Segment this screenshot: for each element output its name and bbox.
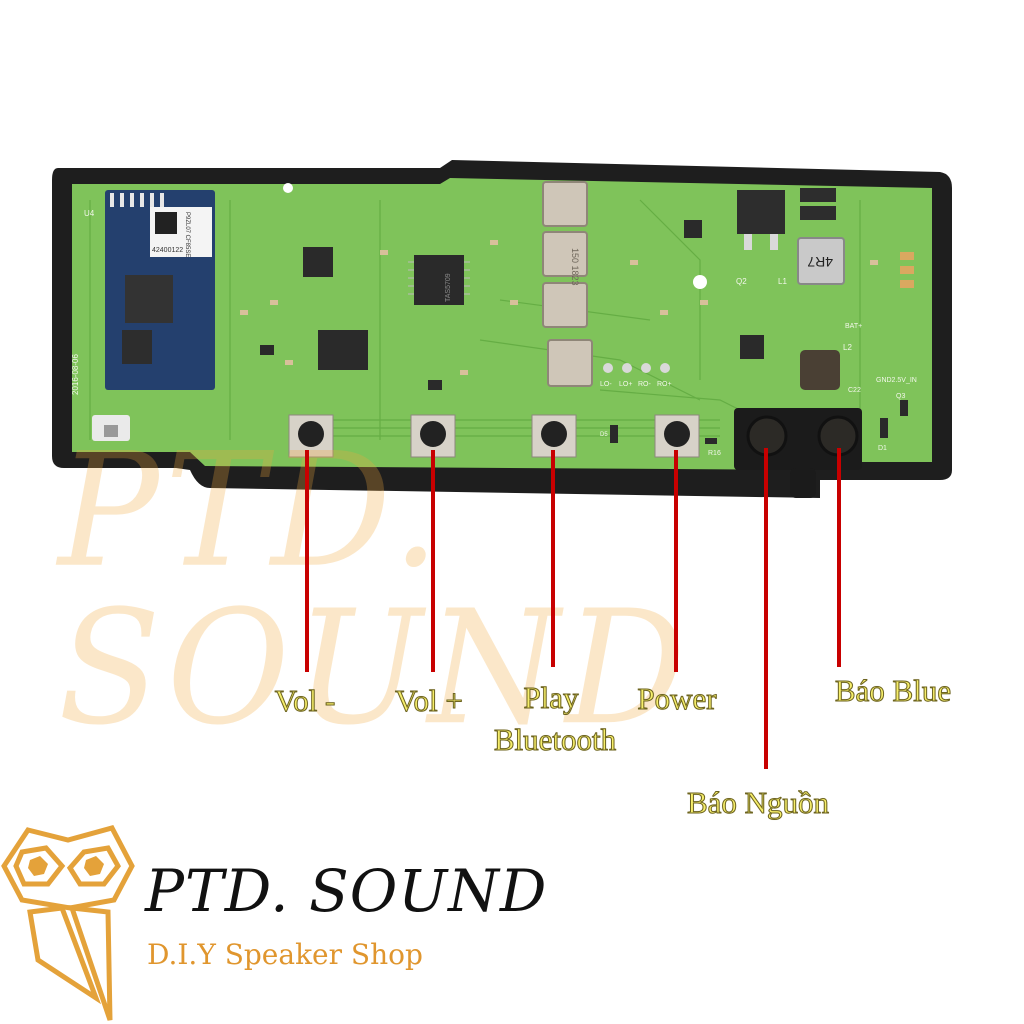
module-serial: 42400122: [152, 247, 183, 254]
transistor: [428, 380, 442, 390]
output-inductors: [542, 181, 593, 387]
silk-l1: L1: [778, 277, 787, 286]
amplifier-chip: [414, 255, 464, 305]
silk-q2: Q2: [736, 277, 747, 286]
module-qr-code: [155, 212, 177, 234]
module-marking: P9ZL07 CF85SE: [184, 212, 190, 257]
amplifier-chip-marking: TAS5709: [445, 273, 452, 302]
tactile-buttons: [288, 414, 700, 458]
label-bluetooth: Bluetooth: [493, 722, 617, 757]
silk-d1: D1: [878, 445, 887, 452]
smd-components: [240, 240, 878, 375]
silk-lo-plus: LO+: [619, 381, 632, 388]
ic-chip: [318, 330, 368, 370]
power-inductor: [797, 237, 845, 285]
module-antenna: [110, 193, 164, 207]
power-inductor-marking: 4R7: [807, 254, 833, 270]
label-vol-minus: Vol -: [274, 683, 336, 718]
silk-c22: C22: [848, 387, 861, 394]
silk-gnd-input: GND2.5V_IN: [876, 377, 917, 384]
bluetooth-soc: [125, 275, 173, 323]
amplifier-pins: [408, 261, 470, 295]
mounting-hole: [283, 183, 293, 193]
pcb-surface: [72, 178, 932, 470]
voltage-regulator: [737, 190, 785, 234]
silk-lo-minus: LO-: [600, 381, 612, 388]
resistor-r16: [705, 438, 717, 444]
speaker-output-pads: [603, 363, 670, 373]
schottky-diode: [800, 188, 836, 202]
inductor-marking: 150 1823: [570, 248, 580, 286]
silk-bat-plus: BAT+: [845, 323, 862, 330]
silk-l2: L2: [843, 343, 852, 352]
silk-r16: R16: [708, 450, 721, 457]
pcb-traces: [89, 199, 861, 440]
flash-chip: [122, 330, 152, 364]
diode-d5: [610, 425, 618, 443]
silk-ro-plus: RO+: [657, 381, 672, 388]
ic-chip: [684, 220, 702, 238]
regulator-lead: [770, 234, 778, 250]
transistor: [260, 345, 274, 355]
label-play: Play: [523, 680, 579, 715]
date-marking: 2016-08-06: [71, 354, 80, 395]
label-power: Power: [637, 681, 717, 716]
button-vol-minus: [288, 414, 334, 458]
ic-chip: [303, 247, 333, 277]
label-bao-nguon: Báo Nguồn: [686, 785, 830, 820]
silk-u4: U4: [84, 209, 95, 218]
inductor-l2: [800, 350, 840, 390]
mounting-hole: [693, 275, 707, 289]
button-play: [531, 414, 577, 458]
silk-q3: Q3: [896, 393, 905, 400]
schottky-diode: [800, 206, 836, 220]
silk-d5: D5: [600, 432, 608, 438]
connector-socket: [104, 425, 118, 437]
capacitors: [900, 252, 914, 288]
silk-ro-minus: RO-: [638, 381, 652, 388]
diode-d1: [880, 418, 888, 438]
transistor-q3: [900, 400, 908, 416]
ic-chip: [740, 335, 764, 359]
led-holder-tab: [790, 468, 816, 498]
label-bao-blue: Báo Blue: [834, 673, 952, 708]
brand-tagline: D.I.Y Speaker Shop: [147, 938, 423, 971]
regulator-lead: [744, 234, 752, 250]
brand-name: PTD. SOUND: [145, 857, 548, 925]
label-vol-plus: Vol +: [395, 683, 464, 718]
